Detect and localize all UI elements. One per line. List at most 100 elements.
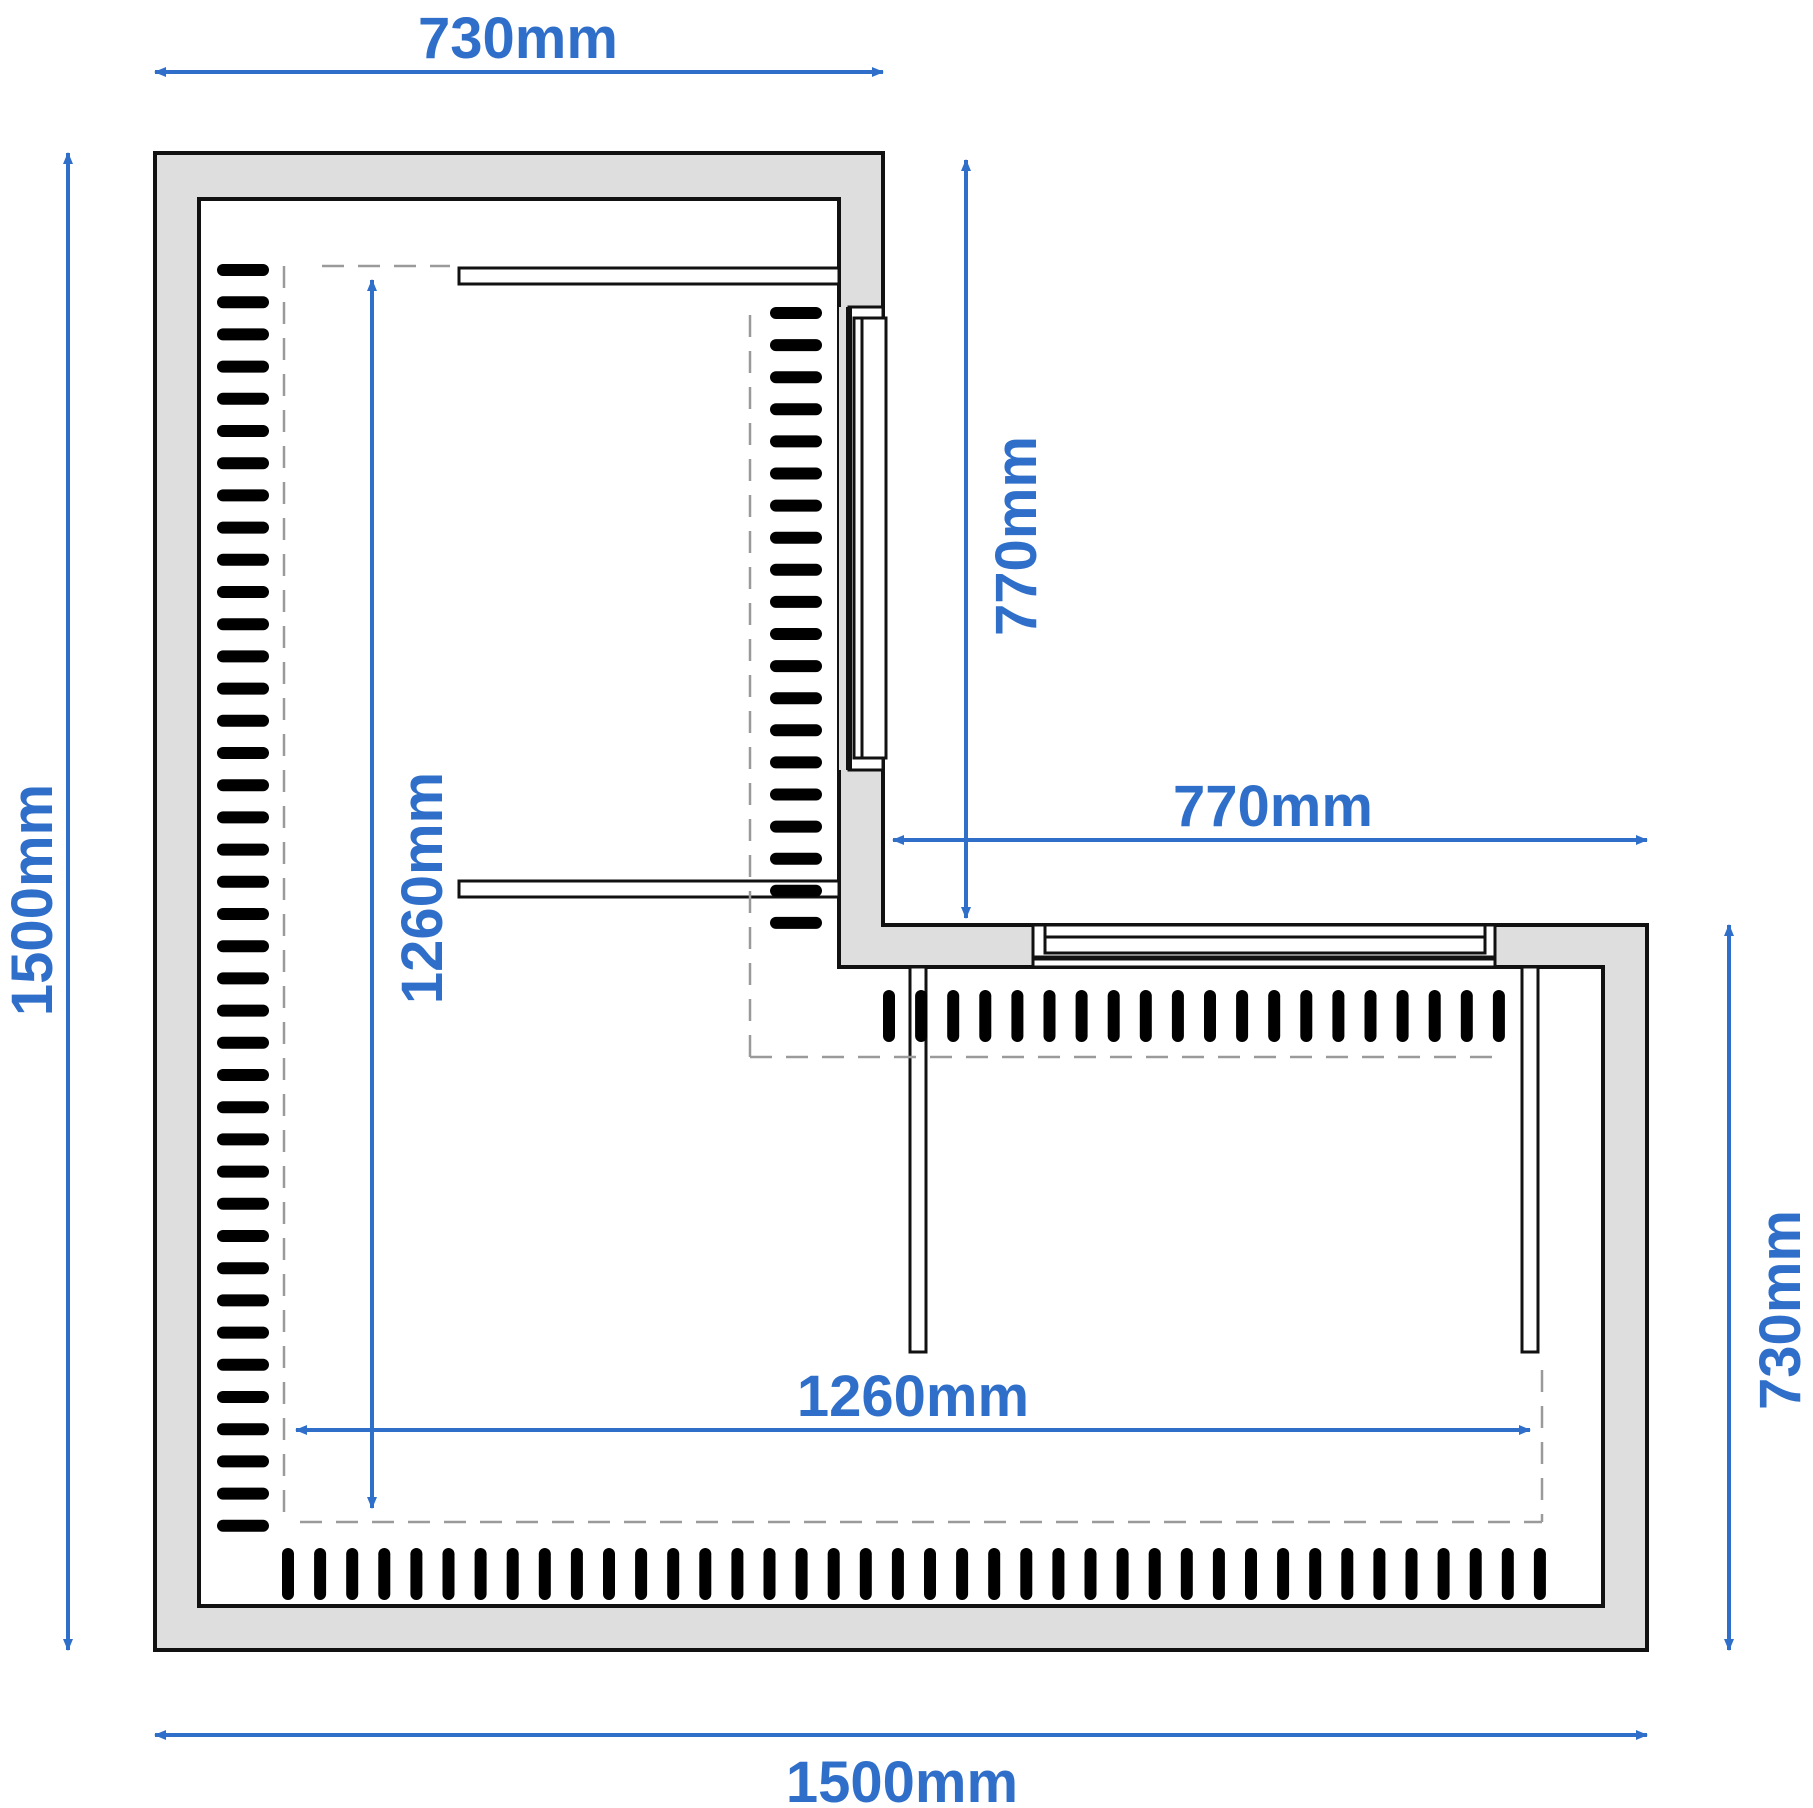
vent-slot [378, 1548, 391, 1600]
vent-slot [217, 360, 269, 373]
label-top-width: 730mm [418, 6, 618, 71]
vent-slot [956, 1548, 969, 1600]
label-right-lower-height: 730mm [1748, 1210, 1813, 1410]
vent-slot [795, 1548, 808, 1600]
vent-slot [1437, 1548, 1450, 1600]
vent-slot [1171, 990, 1184, 1042]
vent-slot [891, 1548, 904, 1600]
vent-slot [217, 392, 269, 405]
vent-slot [1300, 990, 1313, 1042]
vent-slot [217, 1069, 269, 1081]
vent-slot [770, 307, 822, 319]
vent-slot [217, 1133, 269, 1146]
vent-slot [1309, 1548, 1322, 1600]
label-overall-height: 1500mm [0, 784, 65, 1016]
vent-slot [1139, 990, 1152, 1042]
vent-slot [1268, 990, 1281, 1042]
vent-slot [1043, 990, 1056, 1042]
vent-slot [217, 1519, 269, 1532]
vent-slot [1148, 1548, 1161, 1600]
vent-slot [217, 972, 269, 985]
vent-slot [217, 1326, 269, 1339]
vent-slot [314, 1548, 327, 1600]
vent-slot [1396, 990, 1409, 1042]
vent-slot [217, 811, 269, 824]
label-right-arm-width: 770mm [1173, 774, 1373, 839]
vent-slot [217, 875, 269, 888]
vent-slot [699, 1548, 712, 1600]
vent-slot [770, 435, 822, 448]
vent-slot [635, 1548, 648, 1600]
vent-slot [924, 1548, 936, 1600]
label-right-upper-height: 770mm [984, 436, 1049, 636]
vent-slot [770, 852, 822, 865]
vent-slot [770, 692, 822, 705]
vent-slot [474, 1548, 487, 1600]
vent-slot [1245, 1548, 1257, 1600]
vent-slot [217, 521, 269, 534]
vent-slot [217, 618, 269, 631]
vent-slot [1469, 1548, 1482, 1600]
vent-slot [770, 660, 822, 673]
vent-slot [1341, 1548, 1354, 1600]
vent-slot [770, 499, 822, 512]
vent-slot [770, 595, 822, 608]
vent-slot [217, 1101, 269, 1114]
vent-slot [570, 1548, 583, 1600]
vent-slot [770, 756, 822, 769]
vent-slot [217, 553, 269, 566]
vent-slot [217, 747, 269, 759]
right-door-glass-inner [860, 316, 888, 760]
vent-slot [217, 940, 269, 953]
vent-slot [217, 264, 269, 276]
shelf-left-vertical [908, 965, 928, 1354]
vent-slot [1364, 990, 1377, 1042]
vent-slot [770, 563, 822, 576]
vent-slot [1084, 1548, 1097, 1600]
vent-slot [1533, 1548, 1546, 1600]
vent-slot [1020, 1548, 1033, 1600]
vent-slot [883, 990, 895, 1042]
vent-slot [1212, 1548, 1225, 1600]
vent-slot [217, 1197, 269, 1210]
vent-slot [442, 1548, 455, 1600]
vent-slot [731, 1548, 744, 1600]
vent-slot [1011, 990, 1024, 1042]
vent-slot [1405, 1548, 1418, 1600]
vent-slot [770, 884, 822, 897]
vent-slot [217, 843, 269, 856]
vent-slot [1052, 1548, 1065, 1600]
vent-slot [770, 339, 822, 352]
bottom-door-glass-outer [1043, 923, 1487, 939]
vent-slot [603, 1548, 615, 1600]
vent-slot [538, 1548, 551, 1600]
vent-slot [217, 1004, 269, 1017]
vent-slot [217, 1036, 269, 1049]
vent-slots-bottom-row-upper [883, 990, 1505, 1042]
vent-slot [1460, 990, 1473, 1042]
shelf-middle [457, 879, 841, 899]
vent-slot [506, 1548, 519, 1600]
vent-slot [217, 1358, 269, 1371]
vent-slot [770, 403, 822, 416]
vent-slot [1075, 990, 1088, 1042]
vent-slot [410, 1548, 423, 1600]
vent-slot [947, 990, 960, 1042]
vent-slot [1492, 990, 1505, 1042]
vent-slots-bottom-row [282, 1548, 1546, 1600]
vent-slot [1373, 1548, 1386, 1600]
vent-slot [217, 714, 269, 727]
vent-slot [979, 990, 992, 1042]
vent-slot [217, 328, 269, 341]
vent-slot [770, 628, 822, 640]
vent-slot [217, 650, 269, 663]
vent-slot [282, 1548, 294, 1600]
vent-slot [770, 788, 822, 801]
vent-slot [217, 296, 269, 309]
dashed-guides [282, 264, 1544, 1524]
shelf-right-vertical [1520, 965, 1540, 1354]
vent-slot [1204, 990, 1216, 1042]
vent-slot [1277, 1548, 1290, 1600]
vent-slots-left [217, 264, 269, 1532]
inner-cavity [197, 197, 1605, 1608]
